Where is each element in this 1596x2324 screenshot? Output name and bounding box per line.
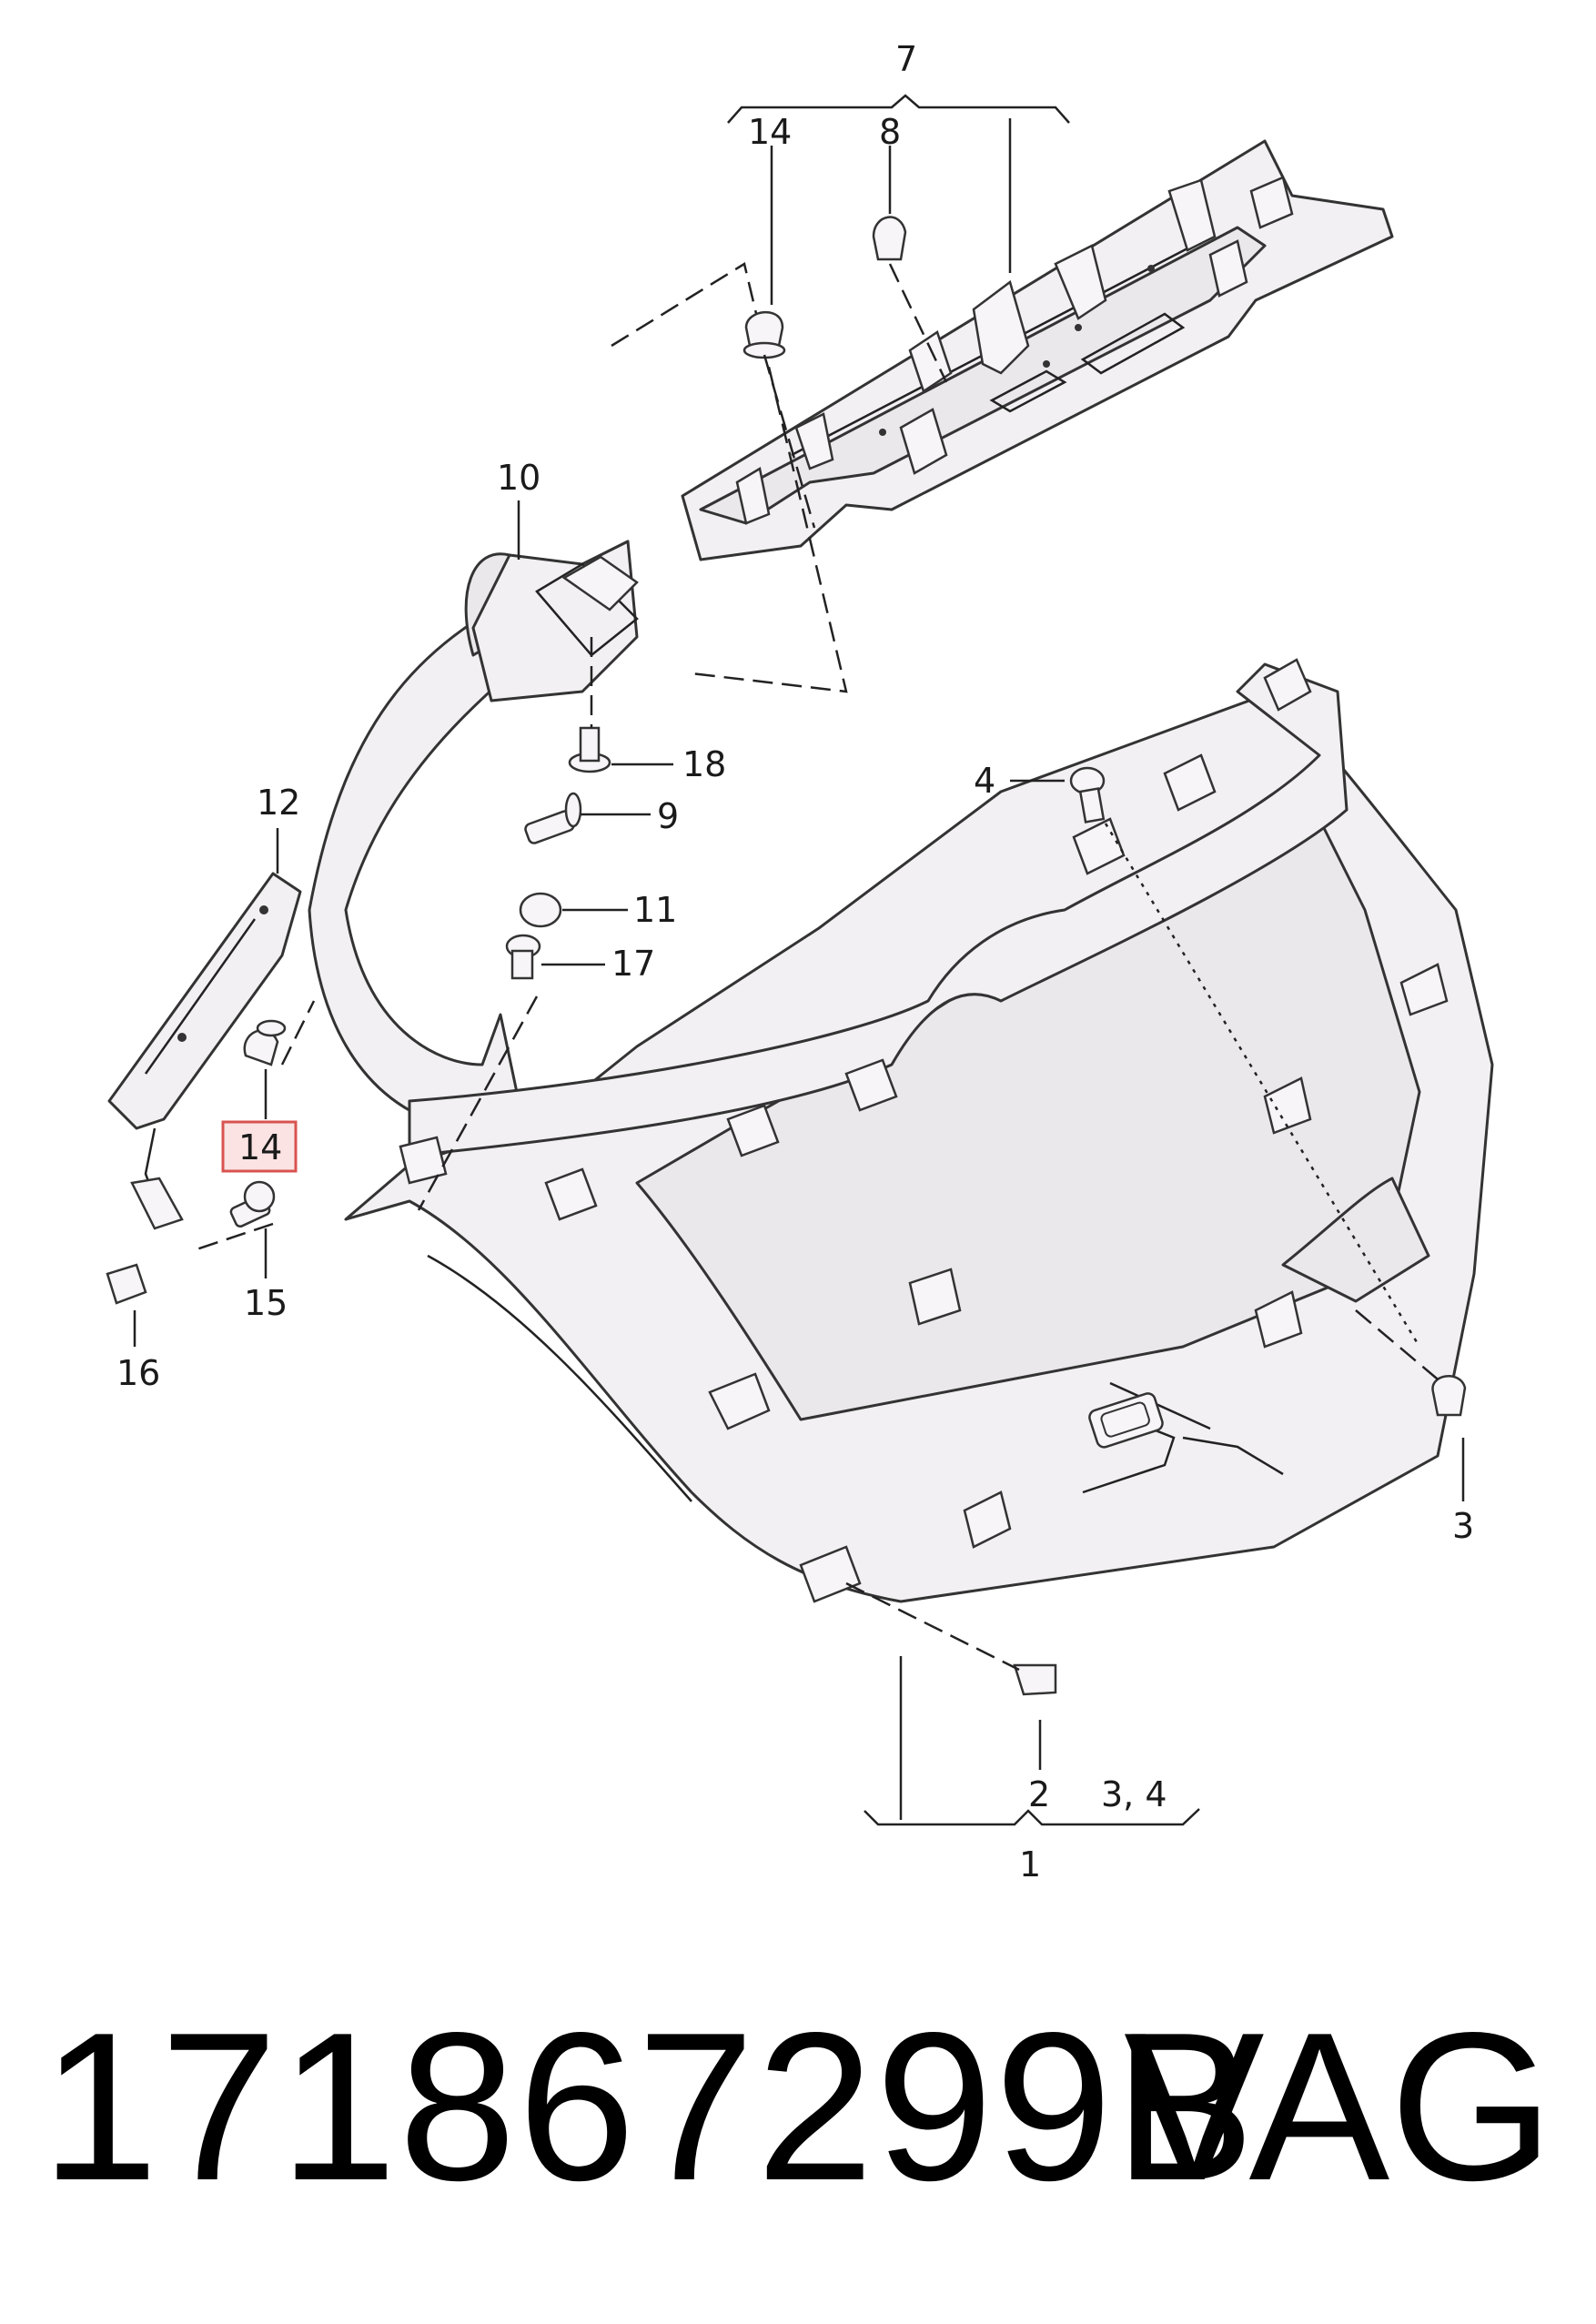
fastener-14-left [243, 1019, 287, 1066]
side-pillar-trim [308, 540, 639, 1130]
callout-7: 7 [895, 39, 917, 79]
leader-dash-box [611, 262, 848, 693]
callout-11: 11 [633, 890, 677, 930]
fastener-2 [1013, 1663, 1057, 1696]
callout-14-highlighted: 14 [221, 1120, 298, 1173]
callout-1: 1 [1019, 1844, 1041, 1884]
callout-12: 12 [257, 783, 300, 823]
callout-17: 17 [611, 944, 655, 984]
tailgate-lining [344, 690, 1494, 1603]
callout-16: 16 [116, 1353, 160, 1393]
fastener-4 [1069, 766, 1106, 824]
fastener-3 [1431, 1375, 1467, 1417]
callout-15: 15 [244, 1283, 288, 1323]
callout-4: 4 [974, 761, 995, 801]
upper-trim-panel [681, 139, 1394, 561]
callout-14-top: 14 [748, 112, 792, 152]
fastener-14-top [742, 310, 786, 359]
callout-2: 2 [1028, 1774, 1050, 1814]
callout-9: 9 [657, 796, 679, 836]
callout-3-4: 3, 4 [1101, 1774, 1167, 1814]
callout-18: 18 [682, 744, 726, 784]
callout-8: 8 [879, 112, 901, 152]
upper-spoiler-trim [399, 658, 1349, 1221]
fastener-15 [229, 1180, 276, 1228]
callout-10: 10 [497, 458, 540, 498]
fastener-17 [505, 934, 541, 980]
callout-3: 3 [1452, 1506, 1474, 1546]
fastener-11 [519, 892, 562, 928]
parts-diagram: 7 14 8 10 18 9 11 17 4 12 14 15 16 3 2 3… [106, 39, 1494, 1884]
fastener-16 [106, 1263, 147, 1305]
part-number: 171867299B [41, 1989, 1257, 2225]
fastener-18 [568, 726, 611, 773]
small-bracket [107, 872, 302, 1230]
fastener-9 [524, 792, 582, 844]
fastener-8 [872, 216, 907, 261]
brand-name: VAG [1124, 1989, 1554, 2225]
svg-text:14: 14 [238, 1127, 282, 1167]
leader-lines [133, 94, 1465, 1826]
